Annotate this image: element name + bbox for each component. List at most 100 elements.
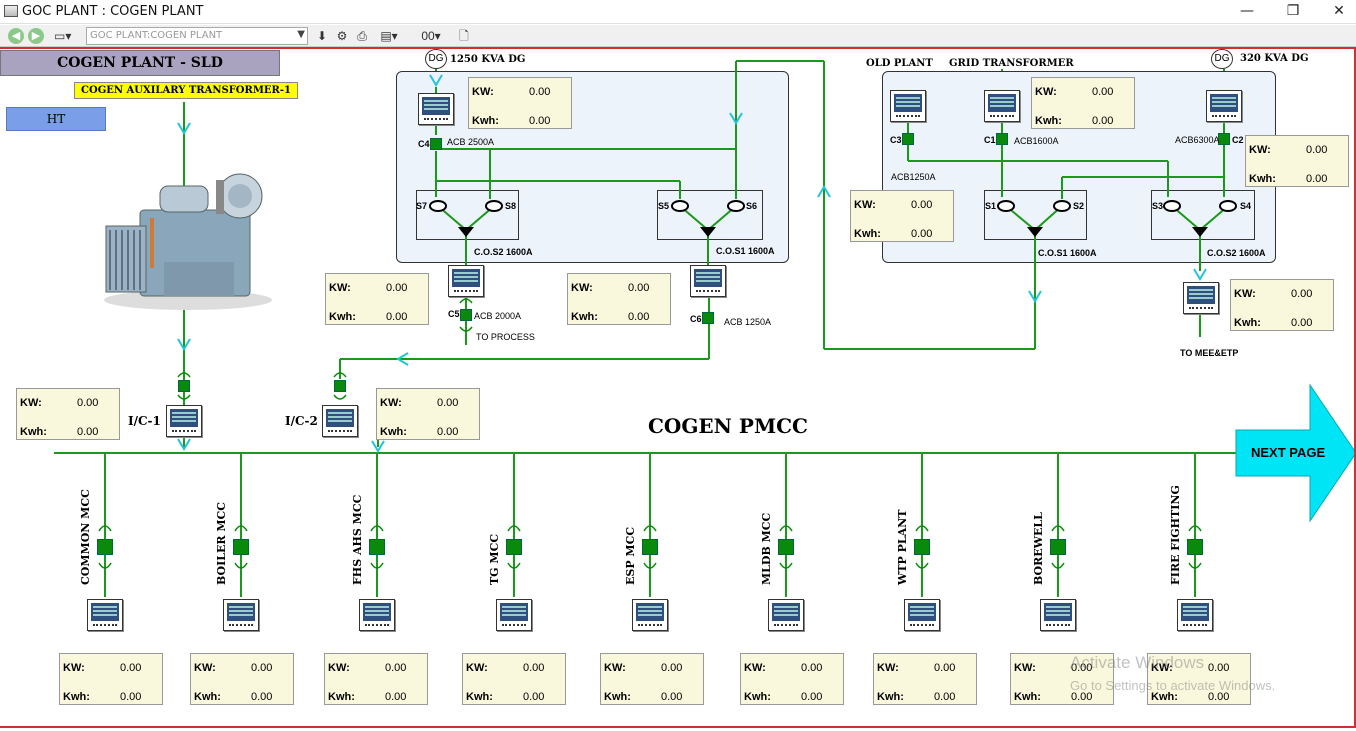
transformer-icon — [104, 173, 272, 310]
feeder-breaker[interactable] — [914, 539, 930, 555]
maximize-button[interactable]: ❐ — [1286, 3, 1300, 19]
meter-old-plant[interactable] — [890, 90, 926, 122]
feeder-breaker[interactable] — [369, 539, 385, 555]
c3-acb-label: ACB1250A — [891, 172, 936, 182]
meter-dg320[interactable] — [1206, 90, 1242, 122]
feeder-breaker[interactable] — [506, 539, 522, 555]
feeder-breaker-brackets — [915, 525, 929, 569]
feeder-meter[interactable] — [223, 599, 259, 631]
reading-old-plant: KW:0.00 Kwh:0.00 — [850, 190, 954, 242]
kwh-label: Kwh: — [63, 691, 90, 703]
breaker-c3[interactable] — [902, 133, 914, 145]
feeder-breaker-brackets — [1051, 525, 1065, 569]
feeder-meter[interactable] — [87, 599, 123, 631]
s7-label: S7 — [416, 201, 428, 211]
breaker-c1[interactable] — [996, 133, 1008, 145]
kwh-label: Kwh: — [194, 691, 221, 703]
cos2-left-box — [416, 190, 519, 240]
forward-icon[interactable]: ▶ — [28, 28, 44, 44]
feeder-meter[interactable] — [1040, 599, 1076, 631]
toolbar: ◀ ▶ ▭▾ GOC PLANT:COGEN PLANT ▼ ⬇ ⚙ ⎙ ▤▾ … — [0, 25, 1356, 47]
kw-value: 0.00 — [801, 662, 823, 674]
ht-button[interactable]: HT — [6, 107, 106, 131]
kw-value: 0.00 — [120, 662, 142, 674]
minimize-button[interactable]: — — [1240, 3, 1254, 19]
feeder-label: FIRE FIGHTING — [1169, 485, 1182, 585]
chevron-down-icon: ▼ — [297, 29, 305, 40]
feeder-label: COMMON MCC — [79, 489, 92, 585]
network-icon[interactable]: ⚙ — [336, 29, 348, 43]
feeder-meter[interactable] — [632, 599, 668, 631]
c4-acb-label: ACB 2500A — [447, 137, 495, 147]
meter-ic2[interactable] — [322, 405, 358, 437]
back-icon[interactable]: ◀ — [8, 28, 24, 44]
feeder-meter[interactable] — [768, 599, 804, 631]
c5-label: C5 — [448, 309, 460, 319]
kwh-label: Kwh: — [877, 691, 904, 703]
cos2-left-label: C.O.S2 1600A — [474, 247, 533, 257]
kw-label: KW: — [63, 662, 85, 674]
feeder-label: MLDB MCC — [760, 512, 773, 585]
reading-ic2: KW:0.00 Kwh:0.00 — [376, 388, 480, 440]
meter-mee[interactable] — [1183, 282, 1219, 314]
address-combo[interactable]: GOC PLANT:COGEN PLANT ▼ — [86, 27, 308, 45]
feeder-breaker[interactable] — [642, 539, 658, 555]
reading-mee: KW:0.00 Kwh:0.00 — [1230, 279, 1334, 331]
cos1-right-box — [984, 190, 1087, 240]
breaker-c4[interactable] — [430, 138, 442, 150]
counter-icon[interactable]: 00▾ — [421, 29, 441, 43]
breaker-c2[interactable] — [1218, 133, 1230, 145]
meter-ic1[interactable] — [166, 405, 202, 437]
s8-label: S8 — [505, 201, 517, 211]
feeder-breaker-brackets — [370, 525, 384, 569]
printer-icon[interactable]: ⎙ — [357, 29, 367, 43]
layers-icon[interactable]: ▤▾ — [380, 29, 398, 43]
s2-label: S2 — [1073, 201, 1085, 211]
feeder-label: TG MCC — [488, 533, 501, 585]
feeder-meter[interactable] — [359, 599, 395, 631]
feeder-breaker[interactable] — [1050, 539, 1066, 555]
feeder-breaker-brackets — [779, 525, 793, 569]
feeder-breaker[interactable] — [233, 539, 249, 555]
reading-grid: KW:0.00 Kwh:0.00 — [1031, 77, 1135, 129]
app-icon — [4, 5, 18, 17]
s5-label: S5 — [658, 201, 670, 211]
feeder-breaker[interactable] — [97, 539, 113, 555]
feeder-meter[interactable] — [1177, 599, 1213, 631]
print-icon[interactable]: ▭▾ — [54, 29, 72, 43]
meter-c6[interactable] — [690, 265, 726, 297]
kwh-label: Kwh: — [328, 691, 355, 703]
kwh-value: 0.00 — [251, 691, 273, 703]
document-icon[interactable]: 🗋 — [459, 29, 469, 43]
feeder-breaker-brackets — [98, 525, 112, 569]
s1-label: S1 — [985, 201, 997, 211]
breaker-ic2[interactable] — [334, 380, 346, 392]
feeder-meter[interactable] — [904, 599, 940, 631]
kwh-value: 0.00 — [801, 691, 823, 703]
breaker-c5[interactable] — [460, 309, 472, 321]
next-page-button[interactable]: NEXT PAGE — [1251, 445, 1326, 460]
meter-grid[interactable] — [984, 90, 1020, 122]
kwh-value: 0.00 — [385, 691, 407, 703]
download-icon[interactable]: ⬇ — [316, 29, 328, 43]
feeder-breaker[interactable] — [778, 539, 794, 555]
c1-acb-label: ACB1600A — [1014, 136, 1059, 146]
kw-label: KW: — [604, 662, 626, 674]
c2-acb-label: ACB6300A — [1175, 135, 1220, 145]
feeder-breaker[interactable] — [1187, 539, 1203, 555]
feeder-breaker-brackets — [1188, 525, 1202, 569]
close-button[interactable]: ✕ — [1333, 3, 1345, 19]
meter-c5[interactable] — [448, 265, 484, 297]
c5-acb-label: ACB 2000A — [474, 311, 522, 321]
feeder-meter[interactable] — [496, 599, 532, 631]
breaker-ic1[interactable] — [178, 380, 190, 392]
meter-dg1250[interactable] — [418, 93, 454, 125]
breaker-c6[interactable] — [702, 312, 714, 324]
pmcc-title: COGEN PMCC — [648, 414, 808, 438]
